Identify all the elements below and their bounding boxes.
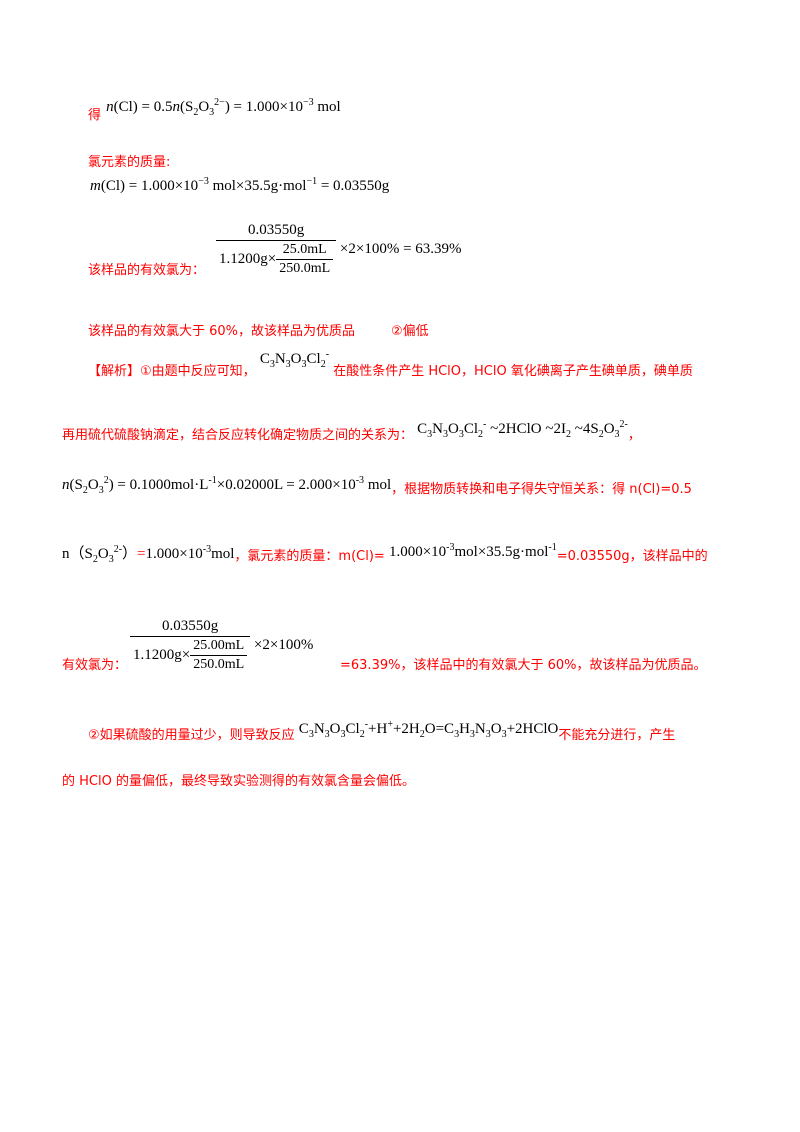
volume-fraction-den: 250.0mL (279, 261, 331, 276)
formula-c3n3o3cl2: C3N3O3Cl2- (259, 349, 330, 370)
analysis-text-6b: 不能充分进行，产生 (558, 728, 676, 743)
analysis-line-3: n(S2O32) = 0.1000mol·L-1×0.02000L = 2.00… (62, 475, 692, 498)
analysis-line-5-result: =63.39%，该样品中的有效氯大于 60%，故该样品为优质品。 (340, 658, 707, 673)
chlorine-mass-formula: 1.000×10-3mol×35.5g·mol-1 (388, 542, 557, 561)
analysis-text-4b: ，氯元素的质量：m(Cl)= (234, 549, 385, 564)
line-2-equation: m(Cl) = 1.000×10−3 mol×35.5g·mol−1 = 0.0… (90, 176, 390, 195)
analysis-line-5-tail: ×2×100% (253, 636, 314, 653)
thiosulfate-moles-formula: n(S2O32) = 0.1000mol·L-1×0.02000L = 2.00… (62, 475, 392, 496)
volume-fraction-num: 25.0mL (276, 242, 334, 260)
analysis-line-5-label: 有效氯为： (62, 658, 128, 673)
analysis-text-3b: ，根据物质转换和电子得失守恒关系：得 n(Cl)=0.5 (391, 482, 692, 497)
relation-formula: C3N3O3Cl2- ~2HClO ~2I2 ~4S2O32- (417, 419, 628, 440)
analysis-text-1a: ①由题中反应可知， (140, 364, 256, 379)
line-3-label: 该样品的有效氯为： (88, 263, 206, 278)
n-thiosulfate-label: n（S2O32-） (62, 544, 138, 565)
analysis-text-4c: =0.03550g，该样品中的 (556, 549, 708, 564)
line-4-answer-2: ②偏低 (391, 324, 429, 339)
analysis-line-6: ②如果硫酸的用量过少，则导致反应 C3N3O3Cl2-+H++2H2O=C3H3… (88, 719, 676, 744)
line-4-text: 该样品的有效氯大于 60%，故该样品为优质品 (88, 324, 356, 339)
line-3-tail: ×2×100% = 63.39% (339, 240, 462, 257)
analysis-line-7: 的 HClO 的量偏低，最终导致实验测得的有效氯含量会偏低。 (62, 774, 415, 789)
analysis-line-1: 【解析】①由题中反应可知， C3N3O3Cl2- 在酸性条件产生 HClO，HC… (88, 350, 693, 380)
line-4: 该样品的有效氯大于 60%，故该样品为优质品 ②偏低 (88, 320, 429, 339)
analysis-volume-fraction-num: 25.00mL (190, 638, 248, 656)
analysis-text-1b: 在酸性条件产生 HClO，HClO 氧化碘离子产生碘单质，碘单质 (333, 364, 693, 379)
analysis-text-2b: ， (627, 428, 641, 443)
analysis-line-4: n（S2O32-）=1.000×10-3mol，氯元素的质量：m(Cl)= 1.… (62, 542, 708, 565)
line-1: 得 n(Cl) = 0.5n(S2O32−) = 1.000×10−3 mol (88, 96, 341, 124)
analysis-text-6a: ②如果硫酸的用量过少，则导致反应 (88, 728, 295, 743)
fraction-numerator: 0.03550g (216, 222, 337, 241)
analysis-fraction-numerator: 0.03550g (130, 618, 251, 637)
line-1-equation: n(Cl) = 0.5n(S2O32−) = 1.000×10−3 mol (106, 97, 341, 118)
analysis-volume-fraction-den: 250.0mL (193, 657, 245, 672)
line-1-prefix: 得 (88, 108, 102, 123)
analysis-line-2: 再用硫代硫酸钠滴定，结合反应转化确定物质之间的关系为： C3N3O3Cl2- ~… (62, 419, 641, 444)
n-thiosulfate-value: =1.000×10-3mol (137, 544, 235, 563)
analysis-tag: 【解析】 (88, 364, 141, 379)
analysis-text-2a: 再用硫代硫酸钠滴定，结合反应转化确定物质之间的关系为： (62, 428, 414, 443)
line-2-label: 氯元素的质量: (88, 155, 171, 170)
hydrolysis-reaction-formula: C3N3O3Cl2-+H++2H2O=C3H3N3O3+2HClO (298, 719, 559, 740)
